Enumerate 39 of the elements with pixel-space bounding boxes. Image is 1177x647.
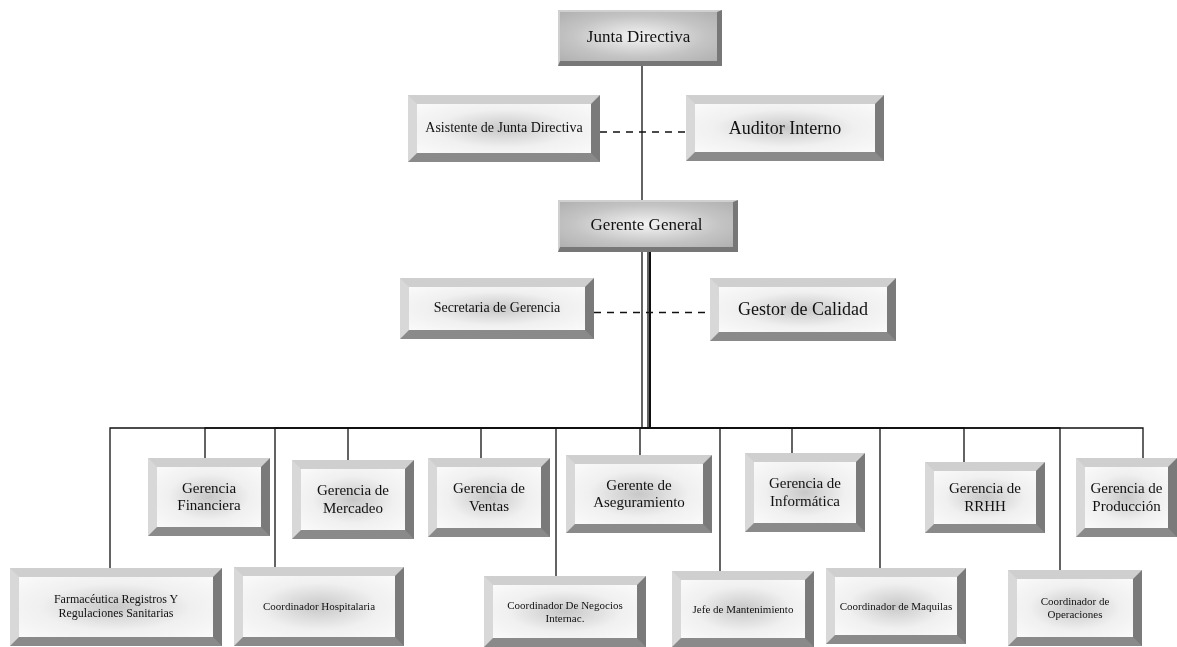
position-title: Coordinador de Operaciones bbox=[1039, 595, 1111, 621]
position-title: Gerencia de Ventas bbox=[451, 480, 526, 515]
position-box bbox=[234, 567, 404, 646]
position-title: Gerencia de Mercadeo bbox=[315, 482, 390, 517]
position-box bbox=[566, 455, 712, 533]
position-title: Auditor Interno bbox=[728, 117, 842, 139]
position-box bbox=[745, 453, 865, 532]
position-box bbox=[484, 576, 646, 647]
position-box bbox=[408, 95, 600, 162]
position-title: Gerente de Aseguramiento bbox=[592, 476, 686, 512]
position-title: Junta Directiva bbox=[586, 26, 691, 47]
position-box bbox=[1076, 458, 1177, 537]
position-title: Coordinador De Negocios Internac. bbox=[506, 598, 624, 625]
position-box bbox=[826, 568, 966, 644]
position-title: Coordinador de Maquilas bbox=[839, 599, 953, 613]
position-title: Gestor de Calidad bbox=[738, 299, 868, 320]
position-title: Secretaria de Gerencia bbox=[433, 300, 561, 317]
position-box bbox=[558, 10, 722, 66]
position-box bbox=[686, 95, 884, 161]
position-box bbox=[10, 568, 222, 646]
position-box bbox=[1008, 570, 1142, 646]
position-title: Gerencia de Informática bbox=[767, 475, 842, 510]
position-title: Coordinador Hospitalaria bbox=[262, 600, 376, 613]
position-title: Farmacéutica Registros Y Regulaciones Sanitarias bbox=[52, 593, 180, 621]
position-title: Gerencia de Producción bbox=[1089, 480, 1164, 515]
position-title: Jefe de Mantenimiento bbox=[692, 602, 794, 616]
position-box bbox=[400, 278, 594, 339]
dotted-line-connector bbox=[599, 131, 687, 133]
position-title: Gerencia de RRHH bbox=[947, 480, 1022, 515]
position-box bbox=[672, 571, 814, 647]
position-box bbox=[292, 460, 414, 539]
position-box bbox=[428, 458, 550, 537]
position-box bbox=[558, 200, 738, 252]
position-box bbox=[925, 462, 1045, 533]
position-title: Gerente General bbox=[590, 214, 703, 235]
position-box bbox=[710, 278, 896, 341]
position-title: Gerencia Financiera bbox=[176, 479, 242, 515]
position-box bbox=[148, 458, 270, 536]
position-title: Asistente de Junta Directiva bbox=[425, 120, 583, 137]
